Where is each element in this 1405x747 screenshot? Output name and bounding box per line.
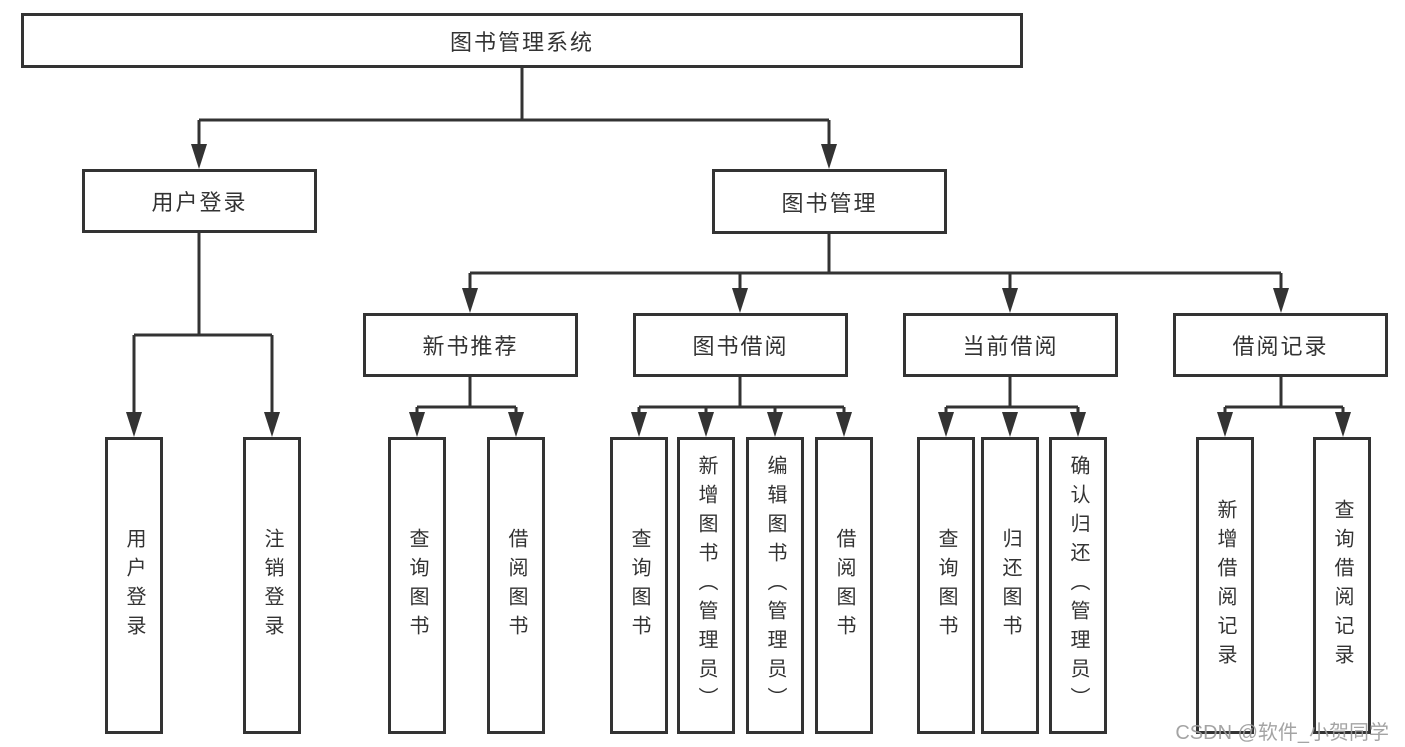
leaf-return-book: 归还图书 bbox=[981, 437, 1039, 734]
leaf-borrow-query-book: 查询图书 bbox=[610, 437, 668, 734]
leaf-query-borrow-record: 查询借阅记录 bbox=[1313, 437, 1371, 734]
leaf-borrow-book: 借阅图书 bbox=[815, 437, 873, 734]
node-book-management: 图书管理 bbox=[712, 169, 947, 234]
node-library-management-system: 图书管理系统 bbox=[21, 13, 1023, 68]
leaf-confirm-return-admin: 确认归还（管理员） bbox=[1049, 437, 1107, 734]
csdn-watermark: CSDN @软件_小贺同学 bbox=[1175, 722, 1389, 744]
node-user-login: 用户登录 bbox=[82, 169, 317, 233]
leaf-add-borrow-record: 新增借阅记录 bbox=[1196, 437, 1254, 734]
node-new-book-recommend: 新书推荐 bbox=[363, 313, 578, 377]
leaf-edit-book-admin: 编辑图书（管理员） bbox=[746, 437, 804, 734]
leaf-recommend-query-book: 查询图书 bbox=[388, 437, 446, 734]
node-borrowing-records: 借阅记录 bbox=[1173, 313, 1388, 377]
leaf-add-book-admin: 新增图书（管理员） bbox=[677, 437, 735, 734]
leaf-logout: 注销登录 bbox=[243, 437, 301, 734]
leaf-current-query-book: 查询图书 bbox=[917, 437, 975, 734]
leaf-recommend-borrow-book: 借阅图书 bbox=[487, 437, 545, 734]
node-book-borrowing: 图书借阅 bbox=[633, 313, 848, 377]
leaf-user-login: 用户登录 bbox=[105, 437, 163, 734]
node-current-borrowing: 当前借阅 bbox=[903, 313, 1118, 377]
